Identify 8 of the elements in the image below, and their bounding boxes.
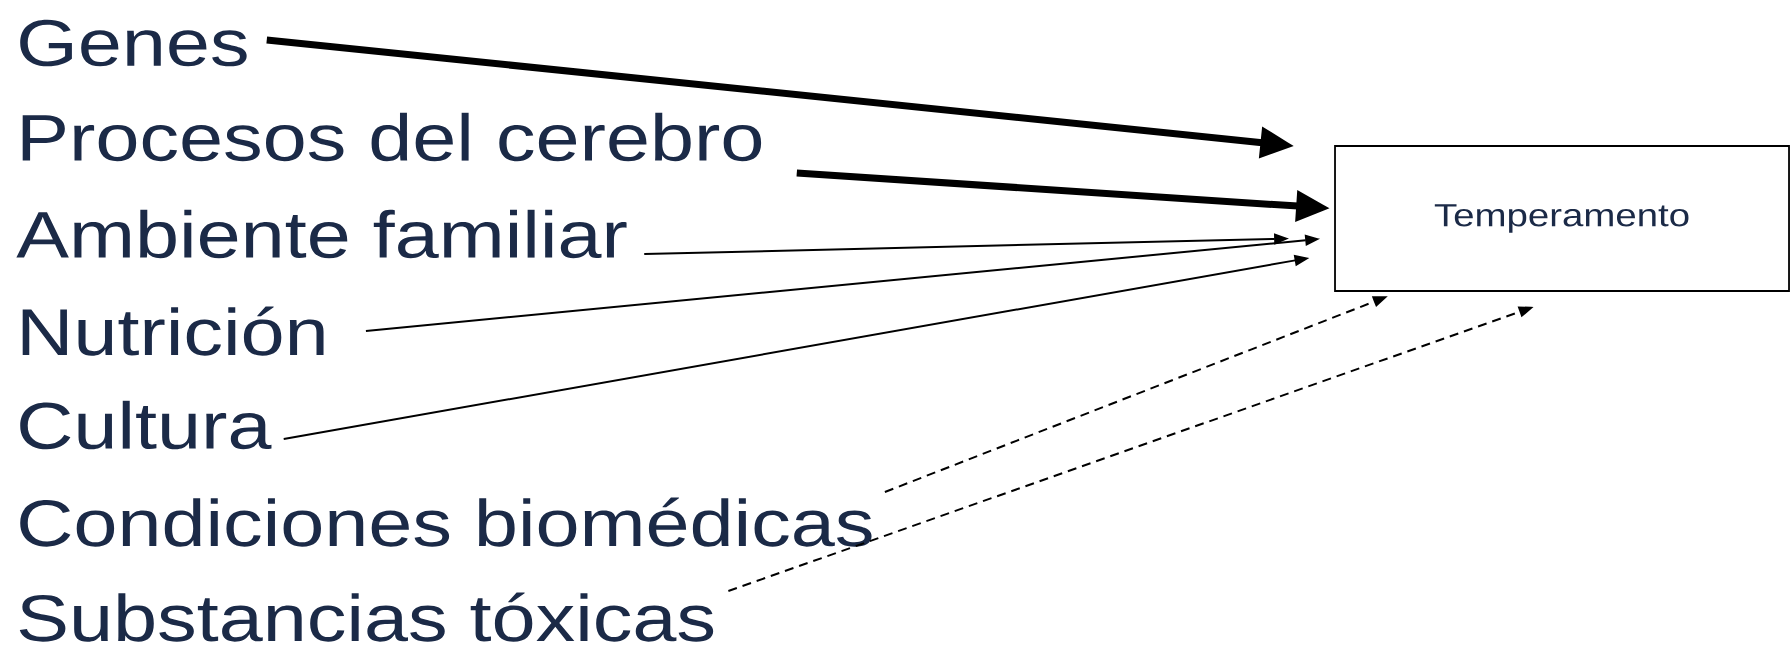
factor-label: Ambiente familiar <box>16 209 627 259</box>
factor-label: Procesos del cerebro <box>22 112 762 162</box>
factor-label: Nutrición <box>22 306 324 356</box>
factor-label: Genes <box>20 19 247 67</box>
process-box: Temperamento <box>1334 145 1790 292</box>
factor-label: Substancias tóxicas <box>19 592 714 642</box>
factor-label: Condiciones biomédicas <box>20 497 872 547</box>
factor-label: Cultura <box>20 400 272 450</box>
